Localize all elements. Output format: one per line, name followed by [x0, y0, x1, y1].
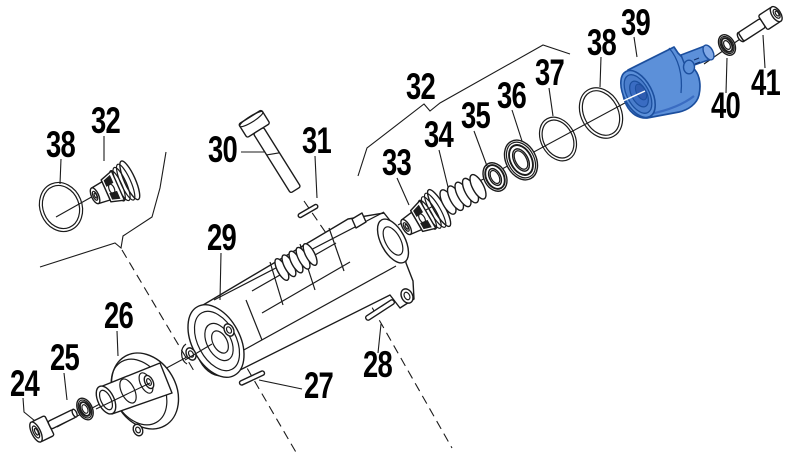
valve-kit-bracket-left	[39, 151, 167, 268]
valve-kit-bracket-top	[357, 44, 571, 177]
part-40-washer	[717, 34, 737, 56]
part-label-38-left: 38	[46, 124, 75, 165]
part-35-seal	[482, 162, 508, 192]
part-label-29: 29	[207, 217, 236, 258]
part-label-24: 24	[10, 363, 40, 404]
part-label-26: 26	[104, 295, 133, 336]
part-label-31: 31	[302, 120, 331, 161]
part-29-pump-body	[181, 211, 415, 378]
part-label-40: 40	[711, 85, 740, 126]
callout-labels: 24 25 26 27 28 29 30 31 32 32 33 34 35 3…	[10, 2, 781, 406]
part-31-pin	[297, 203, 319, 219]
part-label-27: 27	[304, 365, 333, 406]
part-label-39: 39	[621, 2, 650, 43]
body-keyway	[351, 212, 367, 229]
part-26-sleeve	[95, 352, 180, 437]
part-39-outlet-fitting-highlighted	[619, 44, 715, 119]
part-25-washer	[76, 397, 94, 421]
part-38-o-ring-left	[38, 181, 84, 233]
part-label-36: 36	[497, 75, 526, 116]
part-32-valve	[82, 158, 145, 218]
part-37-o-ring	[538, 116, 578, 162]
part-label-35: 35	[461, 95, 490, 136]
part-label-30: 30	[208, 129, 237, 170]
part-30-bolt	[238, 109, 301, 194]
kit-bracket-lines	[39, 44, 571, 268]
part-label-34: 34	[424, 114, 454, 155]
body-ear-hole	[400, 288, 414, 304]
part-label-33: 33	[382, 142, 411, 183]
part-27-pin	[238, 370, 266, 386]
part-label-37: 37	[535, 52, 564, 93]
fitting-boss	[682, 59, 696, 75]
part-28-pin	[364, 299, 396, 321]
body-outlet-port	[376, 218, 410, 264]
part-label-38-right: 38	[587, 22, 616, 63]
axis-line-in-bore	[622, 90, 646, 102]
part-label-41: 41	[751, 62, 780, 103]
part-label-28: 28	[363, 344, 392, 385]
part-label-32-left: 32	[91, 100, 120, 141]
part-label-25: 25	[50, 337, 79, 378]
part-38-o-ring-right	[578, 87, 624, 139]
callout-leader-lines	[22, 34, 766, 422]
part-24-bolt	[29, 408, 78, 443]
body-internal-coil	[274, 242, 318, 282]
part-34-spring	[439, 173, 487, 215]
part-36-seal	[503, 139, 539, 181]
part-41-bolt	[736, 5, 783, 43]
part-label-32-top: 32	[406, 66, 435, 107]
sleeve-hole	[132, 423, 144, 437]
